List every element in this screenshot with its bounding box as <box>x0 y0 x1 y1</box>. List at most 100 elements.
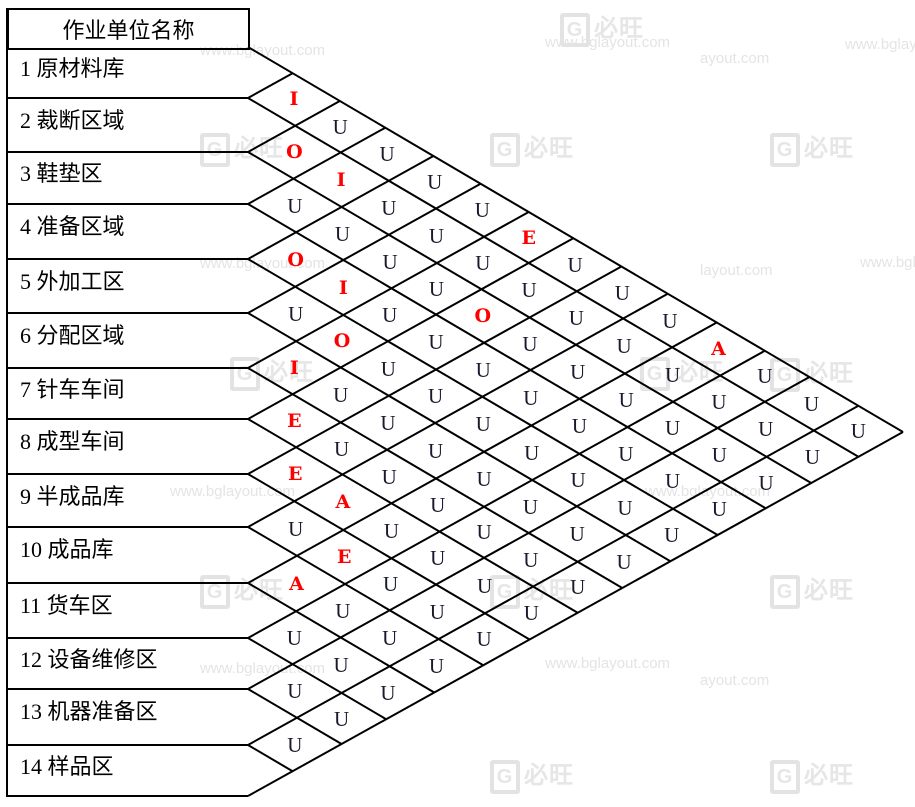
relationship-cell-1-11: A <box>711 338 726 361</box>
header-title: 作业单位名称 <box>62 18 195 43</box>
relationship-cell-9-11: E <box>336 546 352 569</box>
relationship-cell-5-10: U <box>475 412 491 437</box>
relationship-cell-7-14: U <box>570 575 586 600</box>
relationship-cell-7-13: U <box>523 547 539 572</box>
relationship-cell-8-10: A <box>335 491 351 514</box>
lattice-line <box>247 211 530 369</box>
relationship-cell-1-6: U <box>474 198 490 223</box>
relationship-cell-1-9: U <box>614 280 630 305</box>
relationship-cell-6-9: U <box>380 410 396 435</box>
relationship-cell-10-14: U <box>428 653 445 678</box>
relationship-cell-2-6: U <box>428 223 445 248</box>
unit-label: 3 鞋垫区 <box>20 161 103 187</box>
relationship-cell-6-10: U <box>427 438 444 463</box>
relationship-cell-4-7: U <box>382 302 398 327</box>
relationship-cell-2-10: U <box>616 334 632 359</box>
relationship-cell-10-12: U <box>335 598 351 623</box>
relationship-cell-4-10: U <box>523 385 539 410</box>
relationship-cell-1-4: U <box>379 142 395 167</box>
relationship-cell-2-13: U <box>758 417 774 442</box>
relationship-cell-2-11: U <box>664 362 681 387</box>
relationship-cell-4-11: U <box>571 414 587 439</box>
relationship-cell-1-10: U <box>662 308 678 333</box>
relationship-cell-6-7: I <box>289 356 299 379</box>
relationship-cell-8-11: U <box>383 518 399 543</box>
relationship-cell-3-7: U <box>428 276 445 301</box>
lattice-line <box>247 418 579 614</box>
relationship-cell-6-12: U <box>522 494 539 519</box>
lattice-line <box>247 265 622 475</box>
relationship-cell-5-8: U <box>380 356 396 381</box>
relationship-cell-9-12: U <box>382 572 399 597</box>
relationship-cell-2-5: U <box>381 195 397 220</box>
relationship-cell-5-7: O <box>333 330 351 353</box>
unit-label: 12 设备维修区 <box>20 647 158 673</box>
unit-label: 1 原材料库 <box>20 56 125 82</box>
relationship-cell-4-6: I <box>338 276 348 299</box>
unit-label: 4 准备区域 <box>20 214 125 240</box>
relationship-cell-8-13: U <box>476 573 493 598</box>
lattice-line <box>247 182 482 314</box>
lattice-line <box>247 349 766 639</box>
relationship-cell-1-2: I <box>289 88 299 111</box>
unit-label: 10 成品库 <box>20 537 114 563</box>
relationship-cell-3-12: U <box>664 415 681 440</box>
relationship-cell-8-14: U <box>523 601 539 626</box>
relationship-cell-4-5: O <box>287 248 304 271</box>
relationship-cell-2-12: U <box>711 389 727 414</box>
relationship-cell-4-8: U <box>428 330 444 354</box>
relationship-cell-2-3: O <box>286 141 303 164</box>
lattice-line <box>247 155 434 260</box>
relationship-cell-5-13: U <box>617 495 633 520</box>
unit-label: 5 外加工区 <box>20 268 125 294</box>
unit-label: 13 机器准备区 <box>20 699 158 725</box>
relationship-cell-11-14: U <box>380 680 396 705</box>
relationship-cell-9-10: U <box>288 516 304 541</box>
relationship-cell-11-13: U <box>333 653 349 678</box>
relationship-cell-7-9: U <box>333 436 350 461</box>
relationship-cell-8-12: U <box>430 546 446 571</box>
lattice-line <box>247 97 859 458</box>
relationship-cell-3-8: O <box>474 305 492 327</box>
relationship-cell-11-12: U <box>286 625 302 650</box>
lattice-line <box>247 203 767 510</box>
relationship-cell-1-7: E <box>521 226 536 249</box>
relationship-cell-3-14: U <box>758 470 774 495</box>
lattice-line <box>247 126 386 205</box>
relationship-cell-7-12: U <box>476 520 492 545</box>
relationship-cell-4-13: U <box>664 469 681 494</box>
relationship-cell-2-4: I <box>336 168 346 191</box>
relationship-cell-1-8: U <box>567 252 583 277</box>
relationship-cell-2-9: U <box>568 306 584 330</box>
lattice-line <box>247 292 669 528</box>
relationship-cell-10-11: A <box>289 572 304 595</box>
relationship-cell-2-14: U <box>804 444 821 469</box>
lattice-line <box>247 100 341 153</box>
relationship-cell-5-9: U <box>427 384 444 409</box>
relationship-cell-5-12: U <box>570 468 586 493</box>
lattice-line <box>247 72 294 99</box>
lattice-line <box>247 321 718 584</box>
relationship-cell-7-10: U <box>381 464 397 489</box>
relationship-cell-3-11: U <box>618 388 634 413</box>
lattice-line <box>247 46 904 433</box>
relationship-cell-10-13: U <box>382 626 398 651</box>
header-cell: 作业单位名称 <box>7 8 250 50</box>
relationship-cell-3-4: U <box>287 193 303 218</box>
relationship-cell-8-9: E <box>287 463 303 486</box>
relationship-cell-12-13: U <box>287 679 303 703</box>
relationship-cell-3-5: U <box>334 221 351 246</box>
relationship-cell-1-13: U <box>804 391 820 416</box>
relationship-cell-1-12: U <box>757 364 773 389</box>
relationship-cell-1-3: U <box>332 114 348 139</box>
relationship-cell-4-12: U <box>618 441 634 466</box>
relationship-cell-5-14: U <box>664 523 680 548</box>
unit-label: 2 裁断区域 <box>20 107 125 133</box>
lattice-line <box>247 637 387 721</box>
relationship-cell-5-11: U <box>524 440 540 465</box>
unit-label: 14 样品区 <box>20 754 114 780</box>
relationship-cell-9-14: U <box>476 627 492 652</box>
relationship-cell-3-13: U <box>711 443 727 468</box>
unit-label: 9 半成品库 <box>20 483 125 509</box>
relationship-cell-6-11: U <box>476 467 492 492</box>
